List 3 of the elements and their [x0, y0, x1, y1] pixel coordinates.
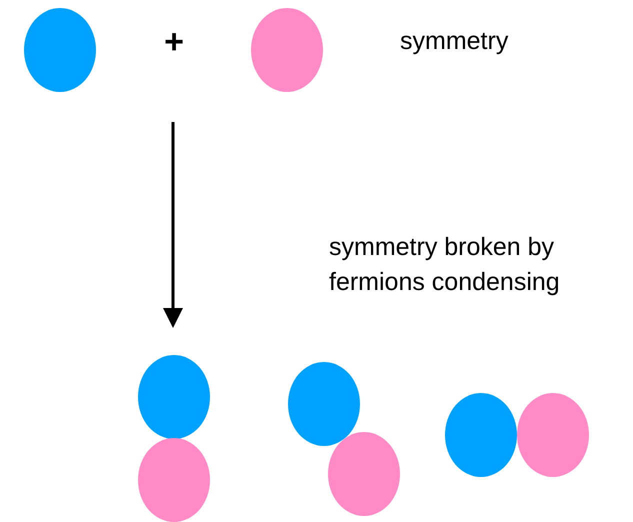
- symmetry-label: symmetry: [400, 26, 510, 57]
- symmetry-breaking-note: symmetry broken by fermions condensing: [329, 232, 561, 298]
- plus-sign: +: [163, 25, 185, 60]
